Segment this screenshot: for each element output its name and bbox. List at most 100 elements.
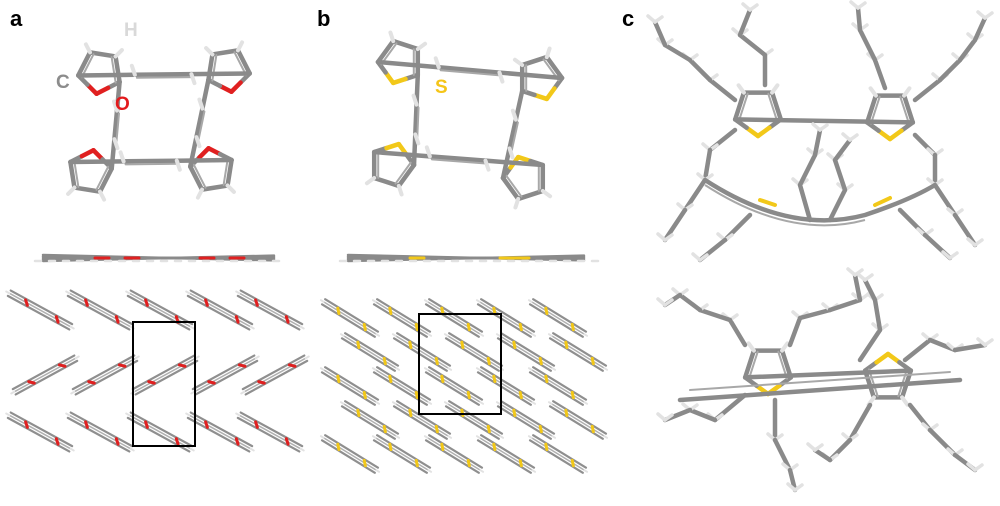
hydrogen-bond-stick bbox=[190, 390, 196, 395]
packed-molecule-bond bbox=[6, 294, 71, 331]
butyl-chain bbox=[856, 272, 889, 363]
bond bbox=[235, 48, 252, 76]
butyl-chain bbox=[912, 10, 994, 103]
bond bbox=[515, 188, 546, 202]
hydrogen-bond-stick bbox=[65, 412, 71, 417]
bond bbox=[390, 38, 421, 52]
hydrogen-bond-stick bbox=[112, 99, 120, 113]
heteroatom-bond bbox=[24, 420, 29, 429]
packed-molecule-bond bbox=[244, 359, 309, 396]
hydrogen-bond-stick bbox=[129, 447, 135, 452]
heteroatom-bond bbox=[408, 340, 413, 350]
heteroatom-bond bbox=[755, 125, 772, 139]
bond bbox=[797, 307, 833, 321]
bond bbox=[832, 157, 848, 193]
heteroatom-bond bbox=[336, 442, 341, 452]
atom-label-oxygen: O bbox=[115, 94, 130, 115]
bond bbox=[194, 106, 205, 140]
hydrogen-bond-stick bbox=[134, 355, 140, 360]
packed-molecule-bond bbox=[528, 439, 584, 474]
hydrogen-bond-stick bbox=[70, 390, 76, 395]
vinylene-top bbox=[375, 56, 565, 84]
packed-molecule-bond bbox=[126, 294, 191, 331]
packed-molecule-bond bbox=[480, 366, 536, 401]
bond bbox=[855, 5, 863, 33]
packed-molecule-bond bbox=[73, 357, 137, 393]
packed-molecule-bond bbox=[528, 371, 584, 406]
double-bond bbox=[767, 92, 779, 122]
heteroatom-bond bbox=[287, 363, 297, 368]
bond bbox=[797, 182, 813, 223]
hydrogen-bond-stick bbox=[748, 3, 759, 12]
packed-molecule-bond bbox=[548, 337, 604, 372]
hydrogen-bond-stick bbox=[547, 333, 553, 337]
double-bond bbox=[197, 110, 206, 142]
heteroatom-bond bbox=[538, 356, 543, 366]
heteroatom-bond bbox=[207, 380, 216, 385]
heteroatom-bond bbox=[590, 356, 595, 366]
packed-molecule-bond bbox=[8, 414, 72, 450]
heteroatom-bond bbox=[570, 458, 575, 468]
atom-label-carbon: C bbox=[56, 72, 70, 93]
packed-molecule-bond bbox=[552, 400, 608, 435]
packed-molecule-bond bbox=[340, 337, 396, 372]
bond bbox=[742, 348, 757, 380]
hydrogen-bond-stick bbox=[527, 299, 533, 303]
bond bbox=[779, 348, 794, 380]
bond bbox=[703, 178, 937, 223]
heteroatom-bond bbox=[254, 298, 259, 307]
hydrogen-bond-stick bbox=[663, 298, 674, 307]
bond bbox=[677, 292, 703, 313]
packed-molecule-bond bbox=[322, 437, 378, 471]
packed-molecule-bond bbox=[9, 411, 74, 448]
butyl-chain bbox=[826, 132, 859, 223]
double-bond bbox=[899, 95, 911, 125]
heteroatom-bond bbox=[414, 390, 419, 400]
vinylene-left bbox=[109, 79, 122, 171]
packed-molecule-bond bbox=[448, 400, 504, 435]
packed-molecule-bond bbox=[428, 434, 484, 469]
hydrogen-bond-stick bbox=[531, 469, 537, 473]
double-bond bbox=[110, 56, 117, 84]
heteroatom-bond bbox=[512, 408, 517, 418]
heteroatom-bond bbox=[538, 424, 543, 434]
bond bbox=[797, 152, 818, 188]
double-bond bbox=[115, 112, 121, 144]
packed-molecule-bond bbox=[186, 294, 251, 331]
hydrogen-bond-stick bbox=[653, 15, 664, 24]
bond bbox=[732, 117, 916, 125]
packed-molecule-bond bbox=[6, 416, 71, 453]
packed-molecule-bond bbox=[374, 437, 430, 471]
packed-molecule-bond bbox=[69, 411, 134, 448]
bond bbox=[188, 164, 205, 192]
bond bbox=[832, 137, 853, 163]
heteroatom-bond bbox=[492, 306, 497, 316]
unit-cell-box bbox=[418, 313, 502, 415]
heteroatom-bond bbox=[408, 408, 413, 418]
bond bbox=[707, 77, 738, 103]
double-bond bbox=[394, 161, 412, 185]
bond bbox=[188, 134, 199, 169]
double-bond bbox=[222, 158, 229, 186]
hydrogen-bond-stick bbox=[663, 413, 674, 422]
double-bond bbox=[416, 106, 420, 139]
double-bond bbox=[747, 350, 759, 380]
heteroatom-bond bbox=[390, 76, 408, 86]
heteroatom-bond bbox=[885, 351, 902, 365]
hydrogen-bond-stick bbox=[319, 299, 325, 303]
hydrogen-bond-stick bbox=[583, 401, 589, 405]
hydrogen-bond-stick bbox=[375, 469, 381, 473]
packed-molecule-bond bbox=[374, 301, 430, 335]
hydrogen-bond-stick bbox=[495, 401, 501, 405]
heteroatom-bond bbox=[440, 306, 445, 316]
hydrogen-bond-stick bbox=[69, 325, 75, 330]
hydrogen-bond-stick bbox=[371, 367, 377, 371]
hydrogen-bond-stick bbox=[973, 238, 984, 247]
packed-molecule-bond bbox=[241, 354, 306, 391]
bond bbox=[862, 360, 879, 373]
bond bbox=[737, 7, 753, 38]
heteroatom-bond bbox=[54, 437, 60, 446]
bond bbox=[872, 297, 883, 333]
packed-molecule-bond bbox=[424, 303, 480, 338]
hydrogen-bond-stick bbox=[249, 447, 255, 452]
